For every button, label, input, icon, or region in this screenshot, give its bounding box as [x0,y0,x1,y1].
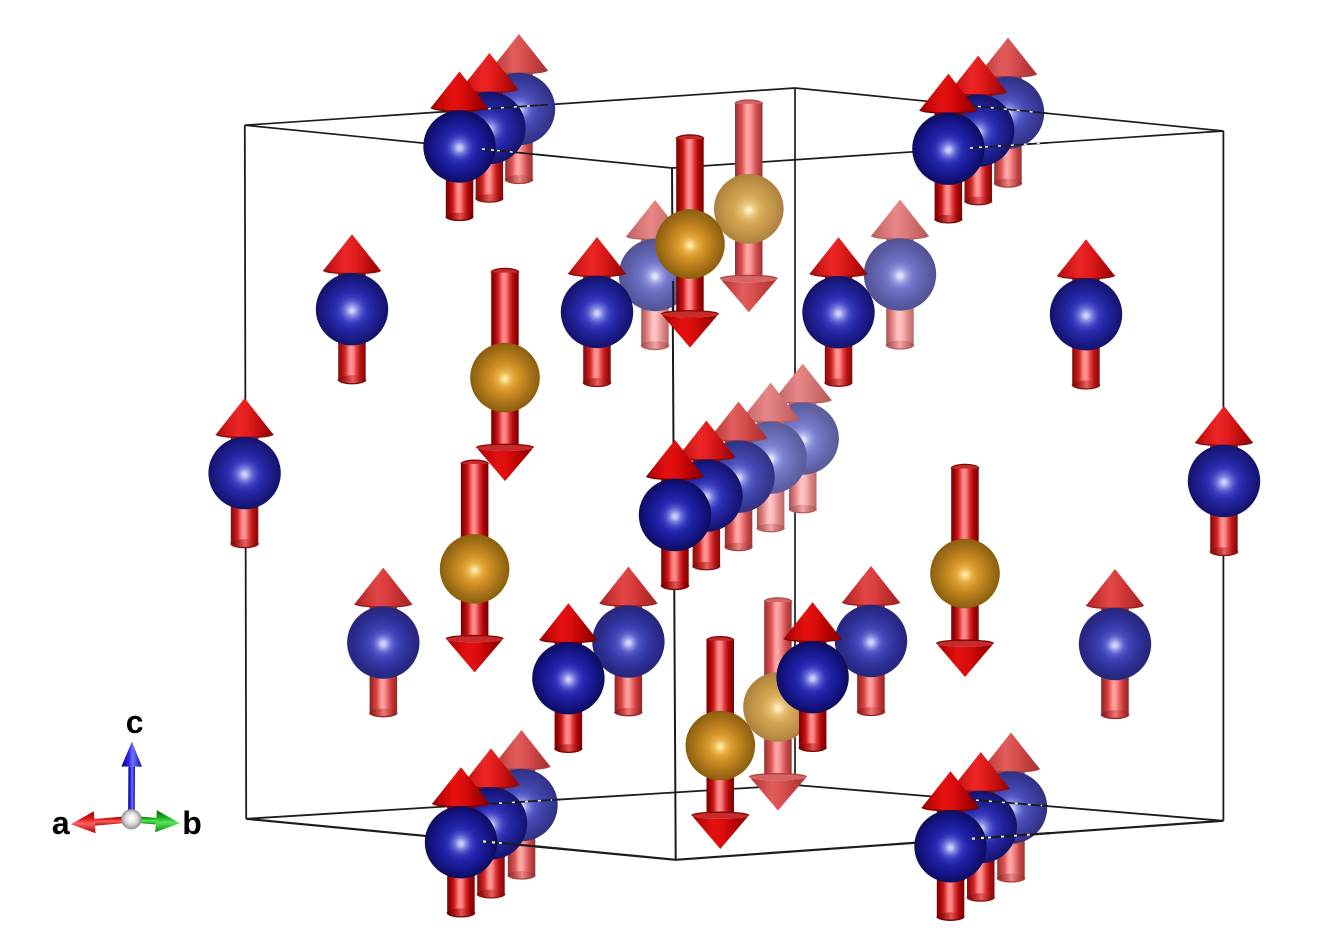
svg-text:c: c [126,704,144,740]
svg-text:a: a [52,805,70,841]
svg-text:b: b [182,805,202,841]
